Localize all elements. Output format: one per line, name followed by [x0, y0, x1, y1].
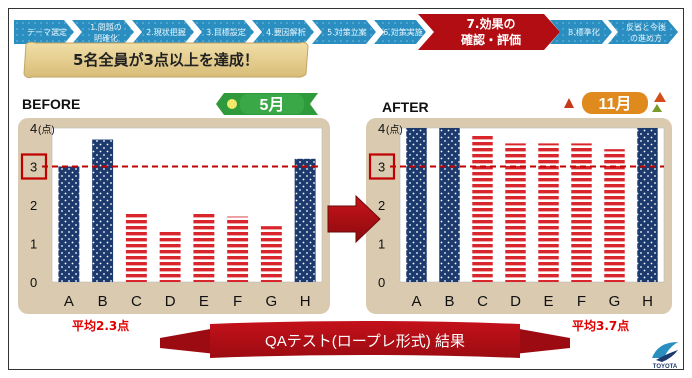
bar-F — [571, 143, 592, 282]
bar-F — [227, 216, 249, 282]
step-active-line2: 確認・評価 — [461, 32, 521, 47]
before-average: 平均2.3点 — [72, 319, 130, 333]
step-item[interactable]: 2.現状把握 — [132, 20, 194, 44]
headline-banner: 5名全員が3点以上を達成！ — [23, 41, 309, 79]
step-active-line1: 7.効果の — [467, 16, 516, 31]
after-average: 平均3.7点 — [572, 319, 630, 333]
bar-E — [538, 143, 559, 282]
bar-D — [505, 143, 526, 282]
step-sub-label: 明確化 — [94, 33, 118, 43]
step-item[interactable]: 6.対策実施 — [374, 20, 426, 44]
y-axis-unit: (点) — [38, 124, 55, 136]
bar-A — [406, 128, 427, 282]
x-tick-label: F — [577, 293, 586, 310]
x-tick-label: H — [642, 293, 653, 310]
y-tick-label: 0 — [30, 275, 37, 290]
bar-B — [439, 128, 460, 282]
target-marker — [20, 153, 48, 180]
target-marker — [368, 153, 396, 180]
result-ribbon: QAテスト(ロープレ形式) 結果 — [160, 321, 570, 358]
maple-leaf-icon — [564, 98, 574, 108]
maple-leaf-icon — [654, 92, 666, 102]
step-label: 8.標準化 — [568, 27, 600, 37]
x-tick-label: H — [300, 293, 311, 310]
y-tick-label: 2 — [30, 198, 37, 213]
step-label: 2.現状把握 — [146, 27, 186, 37]
y-tick-label: 0 — [378, 275, 385, 290]
before-label: BEFORE — [22, 96, 81, 112]
step-item[interactable]: 3.目標設定 — [192, 20, 254, 44]
y-tick-label: 4 — [30, 121, 37, 136]
y-tick-label: 1 — [30, 237, 37, 252]
step-label: 6.対策実施 — [383, 27, 423, 37]
bar-C — [125, 212, 147, 282]
step-active[interactable]: 7.効果の 確認・評価 — [418, 14, 560, 50]
november-badge-text: 11月 — [599, 95, 632, 113]
bar-D — [159, 231, 181, 282]
x-tick-label: E — [199, 293, 209, 310]
bar-E — [193, 212, 215, 282]
x-tick-label: E — [543, 293, 553, 310]
step-item[interactable]: 5.対策立案 — [312, 20, 376, 44]
may-badge-text: 5月 — [260, 96, 285, 114]
step-label: 反省と今後 — [626, 22, 666, 32]
bar-G — [260, 226, 282, 282]
may-badge: 5月 — [216, 93, 318, 115]
step-label: 5.対策立案 — [327, 27, 367, 37]
x-tick-label: D — [510, 293, 521, 310]
x-tick-label: C — [131, 293, 142, 310]
step-label: テーマ選定 — [27, 27, 67, 37]
y-tick-label: 1 — [378, 237, 385, 252]
toyota-logo: TOYOTA — [652, 342, 678, 370]
y-tick-label: 3 — [378, 160, 385, 175]
x-tick-label: C — [477, 293, 488, 310]
step-item[interactable]: 4.要因解析 — [252, 20, 314, 44]
y-tick-label: 2 — [378, 198, 385, 213]
step-item[interactable]: 8.標準化 — [550, 20, 612, 44]
y-axis-unit: (点) — [386, 124, 403, 136]
after-label: AFTER — [382, 99, 429, 115]
step-sub-label: の進め方 — [630, 33, 662, 43]
before-chart: 0 1 2 3 4(点) A B C D E F G H — [18, 118, 330, 314]
x-tick-label: A — [64, 293, 74, 310]
step-label: 1.問題の — [90, 23, 122, 32]
x-tick-label: B — [98, 293, 108, 310]
bar-C — [472, 135, 493, 282]
leaf-icon — [652, 104, 662, 112]
logo-text: TOYOTA — [653, 364, 678, 370]
x-tick-label: D — [165, 293, 176, 310]
x-tick-label: F — [233, 293, 242, 310]
x-tick-label: G — [609, 293, 621, 310]
november-badge: 11月 — [564, 92, 666, 114]
right-arrow-icon — [327, 194, 381, 244]
bar-G — [604, 149, 625, 282]
y-tick-label: 3 — [30, 160, 37, 175]
headline-text: 5名全員が3点以上を達成！ — [73, 51, 259, 69]
x-tick-label: G — [266, 293, 278, 310]
step-item[interactable]: テーマ選定 — [14, 20, 74, 44]
x-tick-label: B — [444, 293, 454, 310]
x-tick-label: A — [411, 293, 421, 310]
step-label: 4.要因解析 — [266, 27, 306, 37]
bar-H — [637, 128, 658, 282]
bar-A — [58, 166, 80, 282]
y-tick-label: 4 — [378, 121, 385, 136]
bar-H — [294, 158, 316, 282]
after-chart: 0 1 2 3 4(点) A B C D E F G H — [366, 118, 672, 314]
result-ribbon-text: QAテスト(ロープレ形式) 結果 — [265, 333, 465, 350]
step-label: 3.目標設定 — [206, 27, 246, 37]
bar-B — [92, 139, 114, 282]
